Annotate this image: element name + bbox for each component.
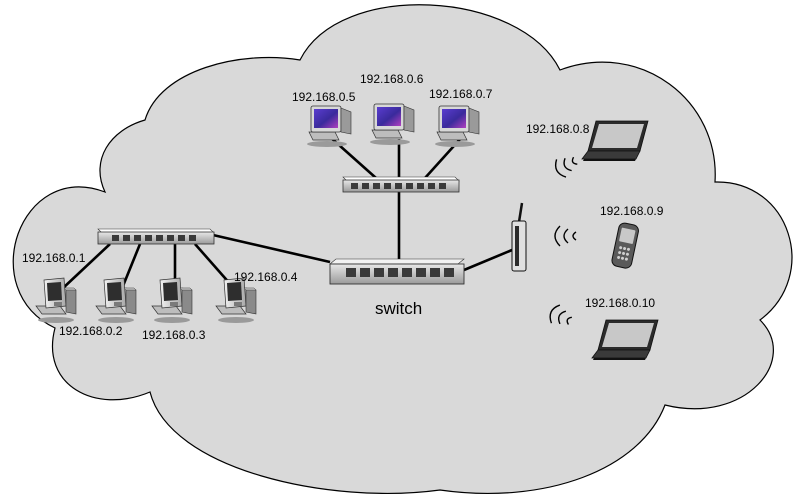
host-label-2: 192.168.0.2 — [59, 324, 123, 338]
switch-label: switch — [375, 299, 422, 318]
host-label-5: 192.168.0.5 — [292, 90, 356, 104]
host-label-1: 192.168.0.1 — [22, 251, 86, 265]
host-label-9: 192.168.0.9 — [600, 204, 664, 218]
host-label-3: 192.168.0.3 — [142, 328, 206, 342]
left-switch — [97, 228, 215, 245]
network-links — [61, 136, 513, 290]
host-label-6: 192.168.0.6 — [360, 72, 424, 86]
host-label-4: 192.168.0.4 — [234, 270, 298, 284]
center-switch — [329, 258, 465, 285]
host-label-7: 192.168.0.7 — [429, 87, 493, 101]
top-switch — [342, 176, 460, 193]
access-point-icon — [511, 202, 527, 272]
host-label-10: 192.168.0.10 — [585, 296, 655, 310]
host-label-8: 192.168.0.8 — [526, 122, 590, 136]
phone-icon — [611, 222, 639, 269]
